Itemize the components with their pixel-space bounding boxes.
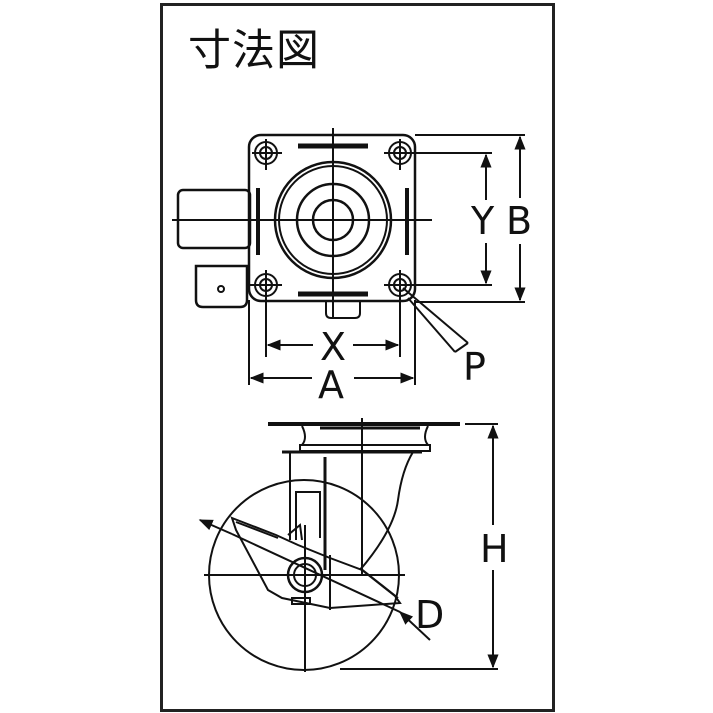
dim-label-d: D (415, 593, 444, 637)
drawing-title: 寸法図 (188, 26, 320, 76)
dim-label-y: Y (470, 199, 495, 243)
dim-label-a: A (318, 363, 344, 407)
dim-label-h: H (480, 527, 509, 571)
dim-label-x: X (320, 325, 346, 369)
side-view: D H (198, 418, 509, 672)
dim-label-b: B (506, 199, 532, 243)
drawing-frame (160, 3, 555, 712)
bracket (194, 264, 249, 309)
dim-label-p: P (463, 345, 486, 389)
top-view: Y B X A P (172, 128, 532, 407)
